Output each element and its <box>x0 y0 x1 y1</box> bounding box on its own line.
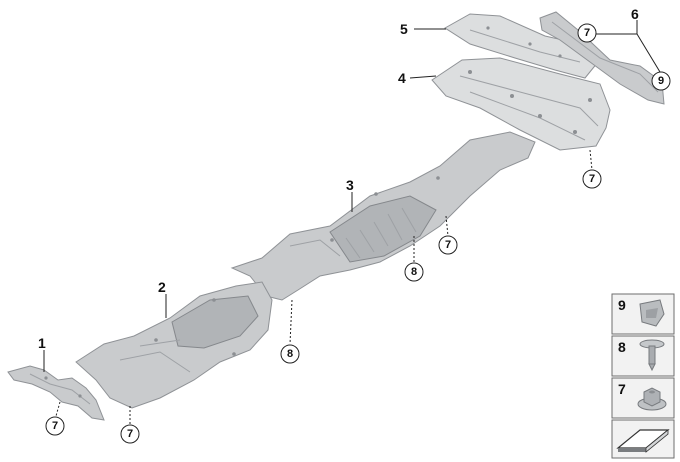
circled-ref-7-mid: 7 <box>438 235 458 255</box>
leader-line-7-right <box>589 149 593 171</box>
svg-text:8: 8 <box>287 348 293 360</box>
circled-ref-7-top: 7 <box>577 23 597 43</box>
svg-text:7: 7 <box>445 239 451 251</box>
heat-shield-part-2 <box>75 281 273 409</box>
callout-4: 4 <box>398 70 406 86</box>
heat-shield-part-4 <box>431 57 611 151</box>
leader-line-4 <box>409 75 437 79</box>
heat-shield-part-3 <box>230 131 536 301</box>
circled-ref-8-low: 8 <box>280 344 300 364</box>
material-sheet-icon <box>616 429 670 453</box>
hex-nut-icon <box>637 387 667 411</box>
legend-label-9: 9 <box>618 297 626 313</box>
circled-ref-8-mid: 8 <box>404 262 424 282</box>
legend-label-7: 7 <box>618 381 626 397</box>
circled-ref-7-bottom: 7 <box>120 424 140 444</box>
circled-ref-7-right: 7 <box>582 169 602 189</box>
bracket-part-1 <box>7 365 105 421</box>
leader-lines <box>43 20 661 424</box>
callout-5: 5 <box>400 21 408 37</box>
speed-nut-icon <box>639 299 665 327</box>
leader-line-6b <box>636 33 661 73</box>
callout-6: 6 <box>631 6 639 22</box>
svg-text:8: 8 <box>411 266 417 278</box>
legend-label-8: 8 <box>618 339 626 355</box>
leader-line-8-low <box>289 299 293 345</box>
push-clip-icon <box>639 339 665 372</box>
svg-text:7: 7 <box>127 428 133 440</box>
legend-panel: 9 8 7 <box>611 293 675 459</box>
callout-3: 3 <box>346 177 354 193</box>
svg-text:7: 7 <box>52 420 58 432</box>
svg-text:7: 7 <box>584 27 590 39</box>
leader-line-7-left <box>55 401 61 417</box>
svg-text:7: 7 <box>589 173 595 185</box>
callout-1: 1 <box>38 335 46 351</box>
callout-2: 2 <box>158 279 166 295</box>
circled-ref-9-top: 9 <box>651 71 671 91</box>
circled-ref-7-left: 7 <box>45 416 65 436</box>
legend-cell-7 <box>611 377 675 419</box>
leader-line-7-mid <box>445 215 449 237</box>
svg-text:9: 9 <box>658 75 664 87</box>
